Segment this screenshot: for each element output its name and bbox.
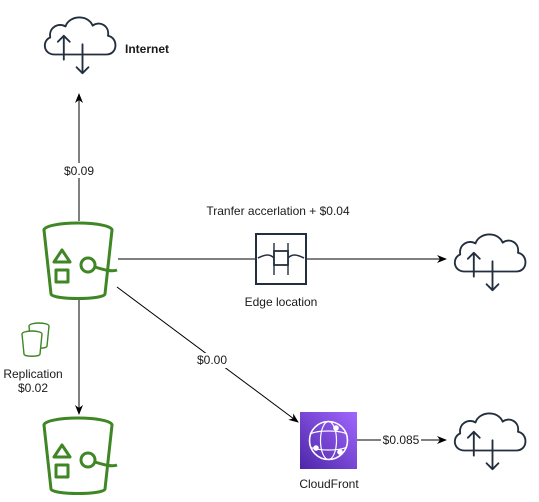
cloudfront-icon (300, 412, 357, 469)
internet-label: Internet (125, 42, 169, 56)
cloudfront-out-cost-label: $0.085 (383, 433, 420, 447)
cloudfront-destination-cloud-icon (453, 412, 527, 471)
s3-source-bucket-icon (42, 221, 119, 300)
edge-destination-cloud-icon (453, 233, 527, 292)
internet-cost-label: $0.09 (64, 164, 94, 178)
cloudfront-cost-label-bg (195, 353, 229, 368)
edge-location-label: Edge location (245, 295, 318, 309)
cloudfront-label: CloudFront (299, 477, 359, 491)
replication-icon (21, 322, 50, 357)
cloudfront-cost-label: $0.00 (197, 353, 227, 367)
edge-location-icon (255, 233, 307, 285)
replication-label-line2: $0.02 (18, 381, 48, 395)
cloudfront-out-cost-label-bg (381, 433, 421, 448)
transfer-acceleration-label: Tranfer accerlation + $0.04 (206, 204, 350, 218)
replication-label-line1: Replication (3, 367, 62, 381)
s3-replica-bucket-icon (42, 416, 119, 495)
internet-cost-label-bg (62, 163, 96, 178)
internet-cloud-icon (43, 16, 117, 75)
